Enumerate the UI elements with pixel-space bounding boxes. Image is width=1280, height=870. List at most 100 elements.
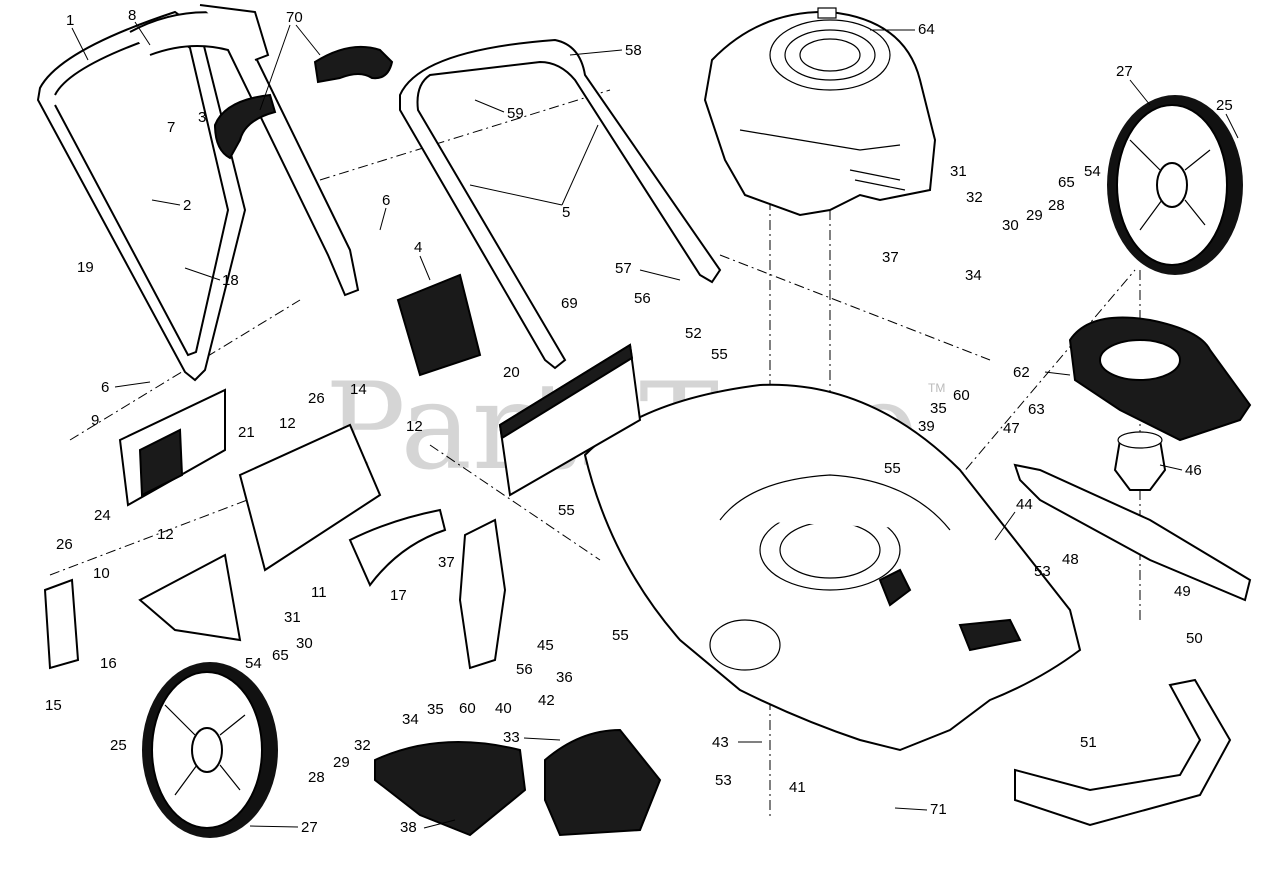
callout-10: 10 (93, 565, 110, 582)
callout-64: 64 (918, 21, 935, 38)
callout-6-bottom: 6 (101, 379, 109, 396)
callout-57: 57 (615, 260, 632, 277)
callout-1: 1 (66, 12, 74, 29)
callout-50: 50 (1186, 630, 1203, 647)
callout-65-right: 65 (1058, 174, 1075, 191)
upper-handle-58 (399, 38, 722, 370)
callout-28-right: 28 (1048, 197, 1065, 214)
rear-baffle (1014, 678, 1232, 827)
callout-71: 71 (930, 801, 947, 818)
callout-32-right: 32 (966, 189, 983, 206)
callout-39: 39 (918, 418, 935, 435)
rear-wheel-left (142, 662, 278, 838)
callout-27-left: 27 (301, 819, 318, 836)
callout-19: 19 (77, 259, 94, 276)
blade-adapter (1113, 431, 1167, 491)
callout-49: 49 (1174, 583, 1191, 600)
callout-25-right: 25 (1216, 97, 1233, 114)
upper-handle (129, 4, 360, 297)
callout-34-left: 34 (402, 711, 419, 728)
callout-6-top: 6 (382, 192, 390, 209)
callout-17: 17 (390, 587, 407, 604)
callout-43: 43 (712, 734, 729, 751)
callout-15: 15 (45, 697, 62, 714)
callout-28-left: 28 (308, 769, 325, 786)
callout-45: 45 (537, 637, 554, 654)
callout-7: 7 (167, 119, 175, 136)
callout-55-b: 55 (884, 460, 901, 477)
callout-8: 8 (128, 7, 136, 24)
rear-wheel-right (1107, 95, 1243, 275)
plate-15 (43, 578, 80, 670)
callout-3: 3 (198, 109, 206, 126)
callout-65-left: 65 (272, 647, 289, 664)
callout-26-bottom: 26 (56, 536, 73, 553)
callout-56-bottom: 56 (516, 661, 533, 678)
callout-63: 63 (1028, 401, 1045, 418)
callout-38: 38 (400, 819, 417, 836)
hose-70 (213, 45, 394, 160)
flap-16 (138, 553, 242, 642)
callout-55-a: 55 (711, 346, 728, 363)
callout-2: 2 (183, 197, 191, 214)
callout-24: 24 (94, 507, 111, 524)
cover-33 (544, 728, 662, 837)
callout-53-b: 53 (715, 772, 732, 789)
bracket-14 (238, 423, 382, 572)
engine (703, 7, 937, 217)
callout-31-left: 31 (284, 609, 301, 626)
callout-labels: 1 8 70 58 64 27 25 7 3 59 2 6 5 4 31 65 … (45, 7, 1239, 836)
callout-20: 20 (503, 364, 520, 381)
callout-44: 44 (1016, 496, 1033, 513)
callout-18: 18 (222, 272, 239, 289)
cover-38 (374, 741, 527, 837)
callout-27-right: 27 (1116, 63, 1133, 80)
callout-12-b: 12 (406, 418, 423, 435)
callout-51: 51 (1080, 734, 1097, 751)
mulch-door-9 (118, 388, 226, 507)
callout-48: 48 (1062, 551, 1079, 568)
blade-adapter-housing (1068, 316, 1252, 442)
callout-5: 5 (562, 204, 570, 221)
callout-60-left: 60 (459, 700, 476, 717)
callout-58: 58 (625, 42, 642, 59)
callout-16: 16 (100, 655, 117, 672)
callout-32-left: 32 (354, 737, 371, 754)
callout-37-right: 37 (882, 249, 899, 266)
callout-55-c: 55 (558, 502, 575, 519)
callout-35-right: 35 (930, 400, 947, 417)
chute-17 (348, 508, 447, 587)
callout-60-right: 60 (953, 387, 970, 404)
mower-deck (583, 383, 1082, 752)
callout-40: 40 (495, 700, 512, 717)
trademark: TM (928, 381, 945, 395)
callout-31-right: 31 (950, 163, 967, 180)
callout-11: 11 (311, 584, 327, 601)
callout-69: 69 (561, 295, 578, 312)
callout-42: 42 (538, 692, 555, 709)
callout-53-a: 53 (1034, 563, 1051, 580)
rear-door-20 (498, 343, 642, 497)
callout-21: 21 (238, 424, 255, 441)
callout-30-left: 30 (296, 635, 313, 652)
callout-41: 41 (789, 779, 806, 796)
callout-12-a: 12 (279, 415, 296, 432)
callout-55-d: 55 (612, 627, 629, 644)
callout-36: 36 (556, 669, 573, 686)
callout-29-right: 29 (1026, 207, 1043, 224)
bag-frame-4 (396, 273, 482, 377)
callout-4: 4 (414, 239, 422, 256)
callout-34-right: 34 (965, 267, 982, 284)
callout-47: 47 (1003, 420, 1020, 437)
callout-14: 14 (350, 381, 367, 398)
callout-46: 46 (1185, 462, 1202, 479)
callout-25-left: 25 (110, 737, 127, 754)
callout-35-left: 35 (427, 701, 444, 718)
callout-33: 33 (503, 729, 520, 746)
callout-56-top: 56 (634, 290, 651, 307)
bracket-40 (458, 518, 507, 670)
callout-54-left: 54 (245, 655, 262, 672)
callout-9: 9 (91, 412, 99, 429)
callout-29-left: 29 (333, 754, 350, 771)
